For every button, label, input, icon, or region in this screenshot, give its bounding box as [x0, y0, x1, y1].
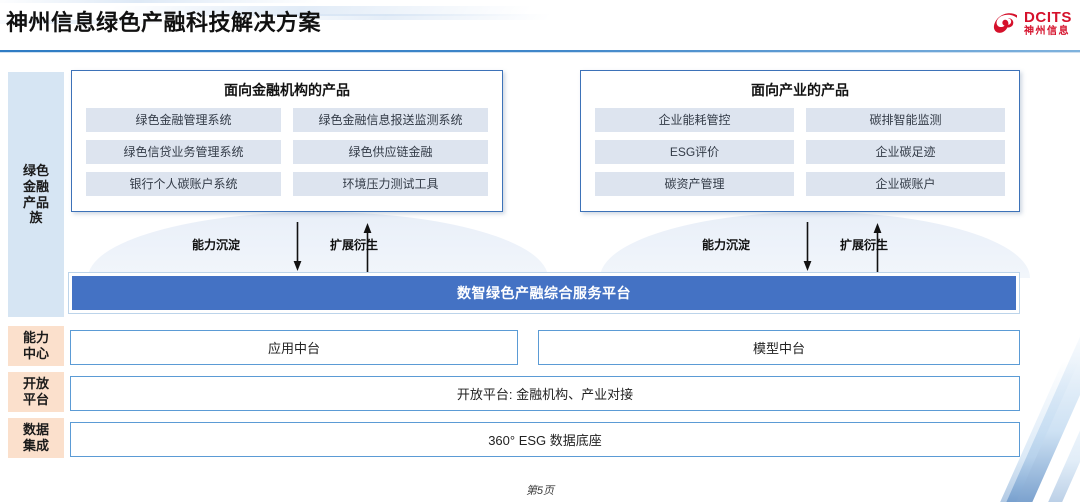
swoosh-icon — [993, 12, 1019, 34]
rail-data-label: 数据集成 — [22, 422, 49, 453]
header-divider-light — [0, 52, 1080, 53]
box-open-platform[interactable]: 开放平台: 金融机构、产业对接 — [70, 376, 1020, 411]
platform-bar-frame: 数智绿色产融综合服务平台 — [68, 272, 1020, 314]
product-chip[interactable]: 绿色金融信息报送监测系统 — [293, 108, 488, 132]
box-model-midplatform[interactable]: 模型中台 — [538, 330, 1020, 365]
company-logo: DCITS 神州信息 — [993, 6, 1072, 40]
platform-bar[interactable]: 数智绿色产融综合服务平台 — [72, 276, 1016, 310]
arrow-label-precipitate: 能力沉淀 — [192, 238, 241, 252]
box-label: 应用中台 — [267, 341, 320, 356]
box-label: 模型中台 — [752, 341, 805, 356]
header-divider — [0, 50, 1080, 52]
product-chip[interactable]: 绿色金融管理系统 — [86, 108, 281, 132]
product-chip[interactable]: 银行个人碳账户系统 — [86, 172, 281, 196]
arrow-up-icon — [362, 222, 373, 272]
product-chip[interactable]: 企业碳足迹 — [806, 140, 1005, 164]
product-chip[interactable]: 企业能耗管控 — [595, 108, 794, 132]
product-chip[interactable]: 绿色信贷业务管理系统 — [86, 140, 281, 164]
chip-grid: 企业能耗管控 碳排智能监测 ESG评价 企业碳足迹 碳资产管理 企业碳账户 — [581, 108, 1019, 196]
arrow-label-precipitate: 能力沉淀 — [702, 238, 751, 252]
arrow-group-right: 能力沉淀 扩展衍生 — [690, 222, 920, 274]
box-esg-data-foundation[interactable]: 360° ESG 数据底座 — [70, 422, 1020, 457]
panel-financial-institution-products: 面向金融机构的产品 绿色金融管理系统 绿色金融信息报送监测系统 绿色信贷业务管理… — [71, 70, 503, 212]
page-title: 神州信息绿色产融科技解决方案 — [6, 10, 322, 35]
rail-capability-label: 能力中心 — [22, 330, 49, 361]
box-application-midplatform[interactable]: 应用中台 — [70, 330, 518, 365]
rail-capability-center: 能力中心 — [8, 326, 64, 366]
page-number: 第5页 — [525, 485, 555, 497]
arrow-down-icon — [802, 222, 813, 272]
product-chip[interactable]: 碳排智能监测 — [806, 108, 1005, 132]
panel-title: 面向金融机构的产品 — [224, 82, 350, 98]
arrow-label-extend: 扩展衍生 — [330, 238, 379, 252]
box-label: 开放平台: 金融机构、产业对接 — [456, 387, 634, 402]
rail-open-label: 开放平台 — [22, 376, 49, 407]
slide-header: 神州信息绿色产融科技解决方案 DCITS 神州信息 — [0, 0, 1080, 53]
product-chip[interactable]: ESG评价 — [595, 140, 794, 164]
panel-industry-products: 面向产业的产品 企业能耗管控 碳排智能监测 ESG评价 企业碳足迹 碳资产管理 … — [580, 70, 1020, 212]
arrow-down-icon — [292, 222, 303, 272]
box-label: 360° ESG 数据底座 — [488, 433, 602, 448]
rail-green-finance-products: 绿色金融产品族 — [8, 72, 64, 317]
product-chip[interactable]: 绿色供应链金融 — [293, 140, 488, 164]
rail-data-integration: 数据集成 — [8, 418, 64, 458]
logo-name: DCITS — [1024, 8, 1072, 26]
product-chip[interactable]: 碳资产管理 — [595, 172, 794, 196]
product-chip[interactable]: 企业碳账户 — [806, 172, 1005, 196]
arrow-label-extend: 扩展衍生 — [840, 238, 889, 252]
product-chip[interactable]: 环境压力测试工具 — [293, 172, 488, 196]
platform-label: 数智绿色产融综合服务平台 — [457, 285, 631, 301]
chip-grid: 绿色金融管理系统 绿色金融信息报送监测系统 绿色信贷业务管理系统 绿色供应链金融… — [72, 108, 502, 196]
rail-open-platform: 开放平台 — [8, 372, 64, 412]
panel-title: 面向产业的产品 — [751, 82, 849, 98]
logo-subtitle: 神州信息 — [1024, 25, 1070, 37]
arrow-up-icon — [872, 222, 883, 272]
arrow-group-left: 能力沉淀 扩展衍生 — [180, 222, 410, 274]
rail-green-label: 绿色金融产品族 — [22, 162, 49, 226]
